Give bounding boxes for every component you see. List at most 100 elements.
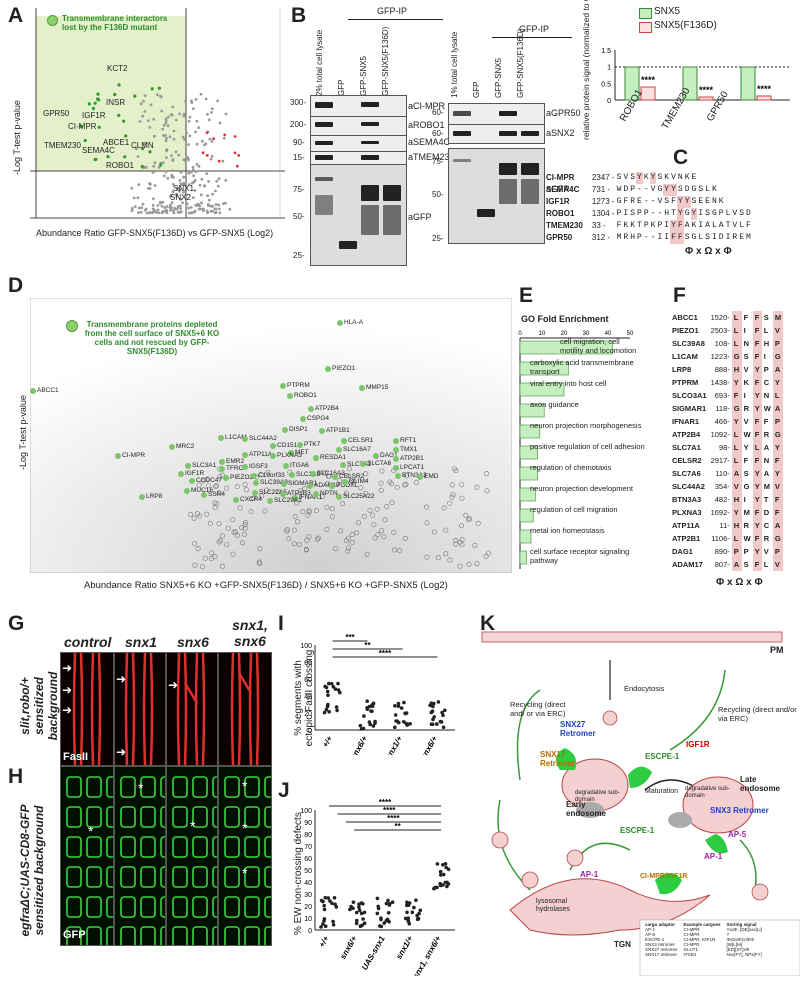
blot-gpr50 xyxy=(448,103,545,125)
jChart-point xyxy=(418,908,423,913)
a-gray-point xyxy=(178,179,182,182)
jChart-point xyxy=(322,917,327,921)
f-residue: H xyxy=(763,339,770,348)
a-gray-point xyxy=(199,92,203,96)
d-gray-point xyxy=(374,506,380,512)
d-gray-point xyxy=(484,471,490,477)
blot-gfp-left xyxy=(310,164,407,266)
k-table-cell: [ED][ST]xΦ xyxy=(726,947,750,952)
a-gray-point xyxy=(200,139,204,143)
a-gray-point xyxy=(185,131,189,135)
f-residue: V xyxy=(731,480,742,493)
c-residue: E xyxy=(637,197,642,206)
jChart-point xyxy=(382,921,386,925)
d-gray-point xyxy=(258,472,264,478)
b-gfpip-line-right xyxy=(492,37,572,38)
f-residue: V xyxy=(743,417,749,426)
d-gray-point xyxy=(217,474,223,480)
d-gray-point xyxy=(453,541,459,547)
panel-a-label: A xyxy=(8,4,24,27)
b-r-mw-50: 50- xyxy=(432,190,444,199)
d-gray-point xyxy=(363,471,369,477)
f-residue: G xyxy=(731,402,742,415)
a-gray-point xyxy=(184,193,188,196)
a-gray-point xyxy=(209,157,213,161)
h-grid-cell xyxy=(66,836,82,858)
c-residue: Y xyxy=(663,184,671,196)
b-lane-right-2: GFP-SNX5 xyxy=(494,57,503,98)
c-residue: Y xyxy=(670,184,677,196)
f-residue: W xyxy=(743,534,751,543)
iChart-point xyxy=(393,725,397,730)
d-point-label: SLC39A8 xyxy=(260,479,288,486)
a-gray-point xyxy=(189,206,193,209)
jChart-point xyxy=(330,901,334,906)
c-residue: K xyxy=(684,173,690,182)
c-residue: P xyxy=(643,209,649,218)
a-gray-point xyxy=(188,115,192,119)
h-grid-cell xyxy=(192,896,208,918)
h-image-snx6 xyxy=(166,766,218,946)
blot-gfp-right xyxy=(448,148,545,244)
f-position: 2917- xyxy=(710,456,730,465)
jChart-point xyxy=(323,924,328,928)
f-residue: G xyxy=(772,350,784,363)
a-gray-point xyxy=(202,207,205,211)
a-green-point xyxy=(159,163,163,167)
d-gray-point xyxy=(286,536,292,542)
c-residue: I xyxy=(698,209,704,218)
d-green-point xyxy=(184,488,190,494)
jChart-category: snx1/+ xyxy=(394,934,415,961)
c-residue: D xyxy=(623,185,629,194)
b-legend-swatch-0 xyxy=(639,8,652,19)
a-gray-point xyxy=(222,136,226,140)
k-table-cell: CI-MPR xyxy=(683,942,700,947)
jChart-tick: 20 xyxy=(304,904,312,911)
h-grid-cell xyxy=(192,806,208,828)
a-gray-point xyxy=(198,207,202,211)
a-gray-point xyxy=(174,118,178,122)
a-gray-point xyxy=(185,202,189,206)
d-gray-point xyxy=(326,473,332,479)
d-gray-point xyxy=(296,542,302,548)
d-point-label: IFNAR1 xyxy=(299,494,323,501)
a-gray-point xyxy=(143,94,147,97)
a-gray-point xyxy=(137,183,141,187)
jChart-point xyxy=(406,919,411,923)
c-residue: V xyxy=(650,185,656,194)
c-residue: P xyxy=(637,233,642,242)
iChart-point xyxy=(396,701,401,706)
h-grid-cell xyxy=(106,776,113,798)
a-gray-point xyxy=(148,182,151,185)
a-gray-point xyxy=(206,112,209,116)
d-point-label: BTN3A3 xyxy=(402,472,427,479)
d-green-point xyxy=(332,474,338,480)
f-gene: PTPRM xyxy=(672,378,699,387)
a-gray-point xyxy=(183,137,186,141)
k-label-6: IGF1R xyxy=(686,740,710,749)
c-residue: Y xyxy=(636,172,643,184)
iChart-point xyxy=(399,706,404,710)
a-gray-point xyxy=(192,180,196,184)
h-grid-cell xyxy=(264,926,271,945)
a-green-point xyxy=(141,147,145,151)
d-point-label: MET xyxy=(295,449,309,456)
c-residue: N xyxy=(711,197,717,206)
h-grid-cell xyxy=(106,836,113,858)
d-point-label: CI-MPR xyxy=(122,452,146,459)
h-grid-cell xyxy=(224,866,240,888)
iChart-point xyxy=(404,721,408,726)
f-residue: F xyxy=(743,313,749,322)
d-green-point xyxy=(267,498,273,504)
a-gray-point xyxy=(179,170,183,174)
b-chart-bar-snx5 xyxy=(682,66,698,101)
a-gray-point xyxy=(153,161,157,165)
c-residue: - xyxy=(643,197,649,206)
e-bar xyxy=(519,550,527,565)
